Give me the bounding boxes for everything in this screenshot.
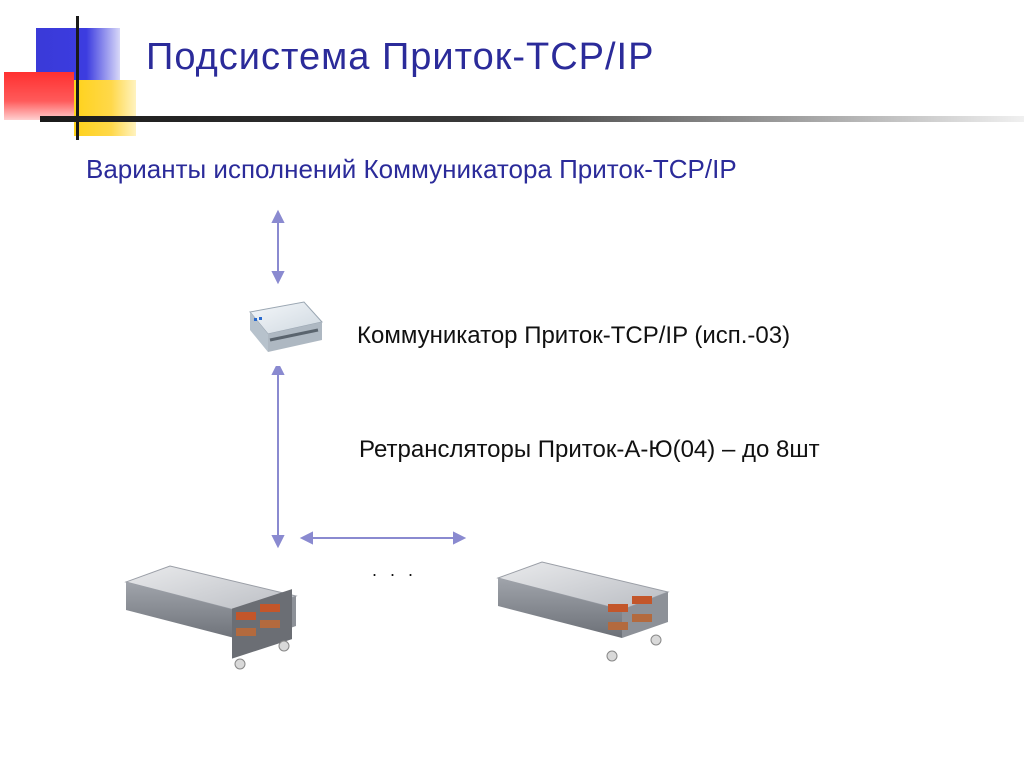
title-divider: [40, 116, 1024, 122]
ellipsis: . . .: [372, 560, 418, 580]
repeaters-label: Ретрансляторы Приток-А-Ю(04) – до 8шт: [359, 436, 820, 463]
communicator-device-image: [232, 296, 324, 366]
repeater-device-image: [496, 556, 676, 672]
arrow-horizontal: [299, 531, 467, 545]
slide-subtitle: Варианты исполнений Коммуникатора Приток…: [86, 154, 737, 184]
repeater-device-image: [124, 558, 304, 680]
communicator-label: Коммуникатор Приток-TCP/IP (исп.-03): [357, 322, 791, 349]
arrow-top-vertical: [271, 209, 285, 285]
decor-red-square: [4, 72, 74, 120]
decor-yellow-square: [74, 80, 136, 136]
arrow-main-vertical: [271, 361, 285, 549]
slide-title: Подсистема Приток-TCP/IP: [146, 36, 655, 78]
decor-vertical-line: [76, 16, 79, 140]
